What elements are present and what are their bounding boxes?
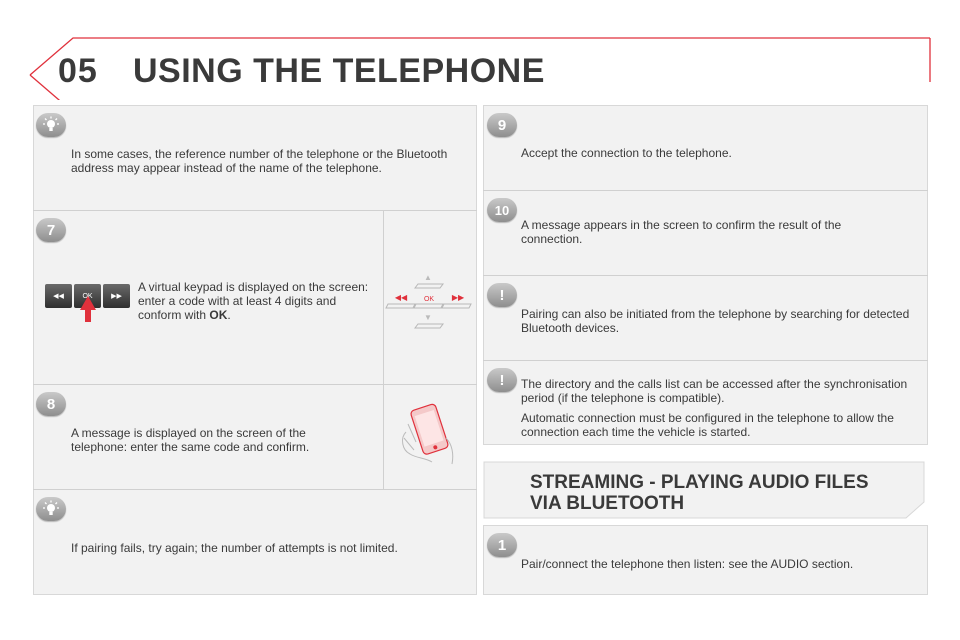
step-7-text: A virtual keypad is displayed on the scr…: [138, 280, 369, 322]
step-9-badge: 9: [487, 113, 517, 137]
step-10-badge: 10: [487, 198, 517, 222]
red-arrow-icon: [80, 296, 96, 322]
phone-in-hand-icon: [402, 403, 454, 465]
note-pairing-fails: If pairing fails, try again; the number …: [71, 541, 398, 555]
streaming-step-panel: [483, 525, 928, 595]
svg-text:◀◀: ◀◀: [395, 293, 408, 302]
warning-pairing-from-phone: Pairing can also be initiated from the t…: [521, 307, 910, 335]
streaming-title: STREAMING - PLAYING AUDIO FILES VIA BLUE…: [530, 472, 869, 514]
warning-directory: The directory and the calls list can be …: [521, 377, 908, 439]
svg-text:▲: ▲: [424, 273, 432, 282]
step-1-text: Pair/connect the telephone then listen: …: [521, 557, 854, 571]
keypad-ok-button: OK: [74, 284, 101, 308]
step-10-text: A message appears in the screen to confi…: [521, 218, 842, 246]
header-frame: [29, 37, 931, 100]
svg-text:▶▶: ▶▶: [452, 293, 465, 302]
step-1-badge: 1: [487, 533, 517, 557]
keypad-prev-button: ◀◀: [45, 284, 72, 308]
keypad-diagram-icon: ▲ ▼ ◀◀ OK ▶▶: [385, 273, 472, 329]
step-9-text: Accept the connection to the telephone.: [521, 146, 732, 160]
step-8-badge: 8: [36, 392, 66, 416]
step-8-text: A message is displayed on the screen of …: [71, 426, 310, 454]
info-lightbulb-icon: [36, 113, 66, 137]
step-7-badge: 7: [36, 218, 66, 242]
warning-icon: !: [487, 368, 517, 392]
left-panel: [33, 105, 477, 595]
note-reference-number: In some cases, the reference number of t…: [71, 147, 448, 175]
info-lightbulb-icon: [36, 497, 66, 521]
svg-text:OK: OK: [424, 296, 434, 303]
keypad-next-button: ▶▶: [103, 284, 130, 308]
page-title: USING THE TELEPHONE: [133, 52, 545, 90]
warning-icon: !: [487, 283, 517, 307]
svg-text:▼: ▼: [424, 313, 432, 322]
section-number: 05: [58, 52, 98, 90]
streaming-heading-frame: [483, 461, 925, 519]
